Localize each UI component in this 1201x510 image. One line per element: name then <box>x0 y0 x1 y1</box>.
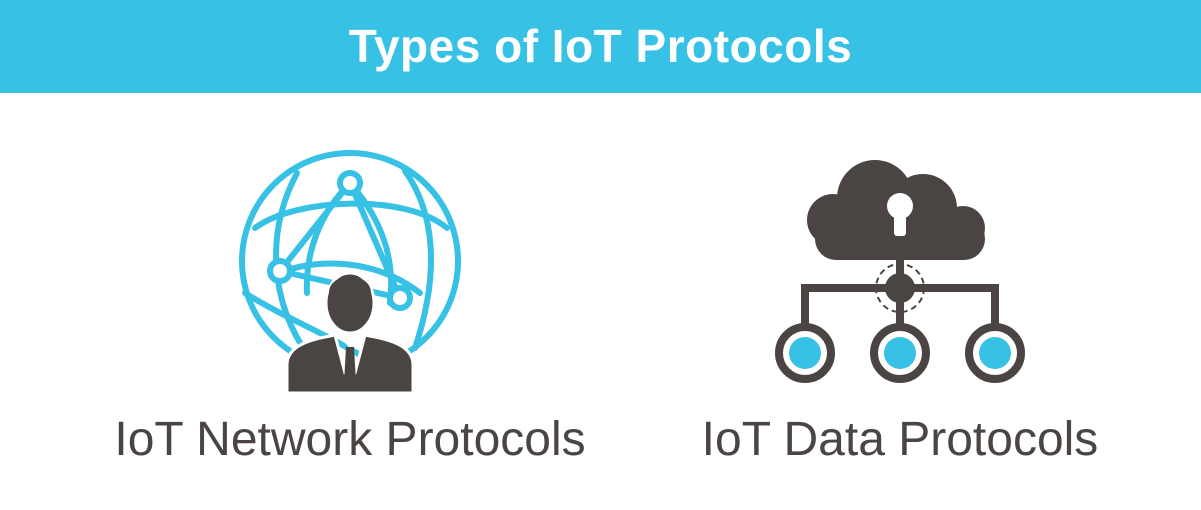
globe-network-person-icon <box>215 138 485 398</box>
data-protocols-item: IoT Data Protocols <box>600 138 1200 478</box>
network-protocols-item: IoT Network Protocols <box>50 138 650 478</box>
cloud-lock-network-icon <box>765 138 1035 398</box>
data-protocols-label: IoT Data Protocols <box>701 413 1099 466</box>
title-banner: Types of IoT Protocols <box>0 0 1201 93</box>
page-title: Types of IoT Protocols <box>348 19 853 72</box>
network-protocols-label: IoT Network Protocols <box>114 413 586 466</box>
